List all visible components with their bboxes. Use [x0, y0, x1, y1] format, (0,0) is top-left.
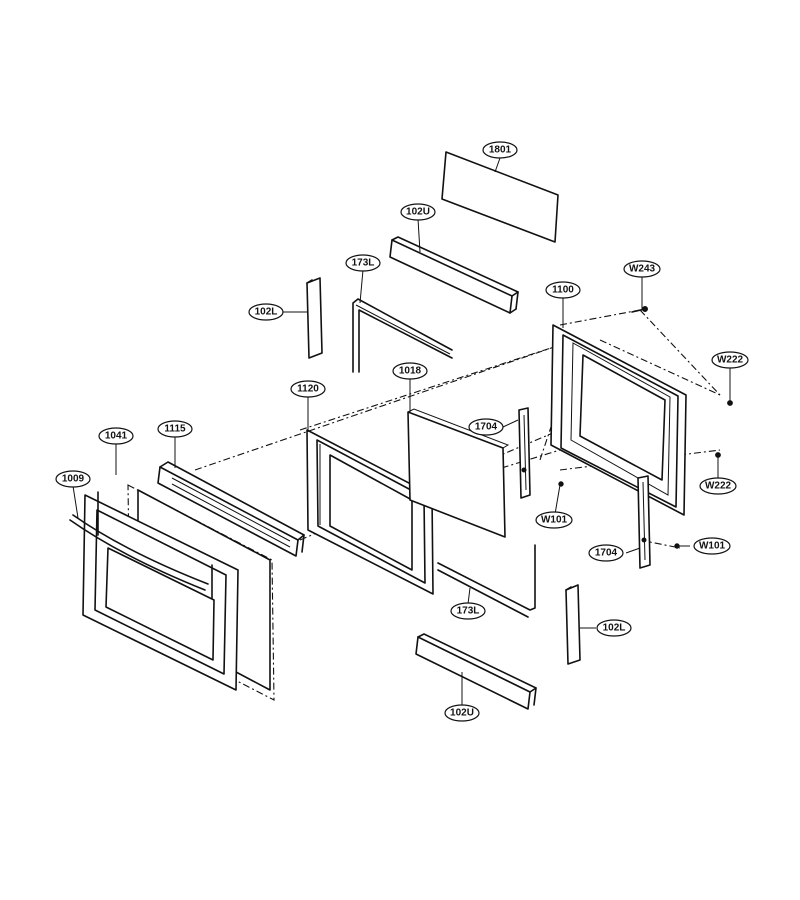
- callout-label: 1704: [475, 422, 498, 433]
- part-W243-screw: [631, 306, 648, 313]
- part-173L-bottom-gasket: [437, 544, 536, 618]
- callout-label: 1100: [552, 285, 574, 296]
- callout-label: 102U: [406, 207, 430, 218]
- part-102U-top-bar: [389, 236, 519, 314]
- callout-1018: 1018: [392, 362, 428, 380]
- callout-label: W101: [699, 541, 726, 552]
- callout-1704-lower: 1704: [588, 544, 624, 562]
- callout-1704-upper: 1704: [468, 418, 504, 436]
- callout-label: 173L: [457, 606, 480, 617]
- part-1704-hinge-left: [518, 407, 531, 499]
- leader-lines: [72, 157, 731, 705]
- part-102L-left-post: [306, 277, 323, 359]
- callout-1100: 1100: [545, 281, 581, 299]
- callout-label: 102U: [450, 708, 474, 719]
- callout-label: 1801: [489, 145, 512, 156]
- part-102L-right-post: [565, 584, 581, 665]
- callout-label: 1018: [399, 366, 422, 377]
- callout-label: 102L: [603, 623, 626, 634]
- callout-label: 1009: [62, 474, 85, 485]
- callout-label: W222: [705, 481, 732, 492]
- part-1100-inner-frame: [550, 324, 687, 516]
- part-1018-glass: [407, 408, 510, 538]
- part-102U-bottom-bar: [415, 633, 537, 710]
- callout-1120: 1120: [290, 380, 326, 398]
- callout-label: W101: [541, 515, 568, 526]
- part-1801-sheet: [441, 151, 559, 243]
- callout-1009: 1009: [55, 470, 91, 488]
- callout-label: 1115: [164, 424, 186, 435]
- callout-label: 1704: [595, 548, 618, 559]
- callout-173L-top: 173L: [345, 254, 381, 272]
- part-1009-door-front: [82, 494, 239, 691]
- callout-102L-left: 102L: [248, 303, 284, 321]
- callout-1041: 1041: [98, 427, 134, 445]
- part-173L-top-gasket: [352, 298, 453, 373]
- callout-label: 1041: [105, 431, 128, 442]
- callout-label: W243: [629, 264, 656, 275]
- part-1120-middle-frame: [306, 429, 434, 595]
- callout-label: 102L: [255, 307, 278, 318]
- part-1704-hinge-right: [637, 475, 651, 569]
- callout-102L-right: 102L: [596, 619, 632, 637]
- callout-102U-top: 102U: [400, 203, 436, 221]
- callout-W101-left: W101: [535, 511, 573, 529]
- callout-W222-lower: W222: [699, 477, 737, 495]
- part-1115-vent-trim: [157, 461, 305, 557]
- callout-173L-bottom: 173L: [450, 602, 486, 620]
- callout-label: W222: [717, 355, 744, 366]
- callout-1115: 1115: [157, 420, 193, 438]
- callout-W101-right: W101: [693, 537, 731, 555]
- callout-W222-upper: W222: [711, 351, 749, 369]
- callout-1801: 1801: [482, 141, 518, 159]
- callout-label: 173L: [352, 258, 375, 269]
- door-handle: [69, 491, 213, 599]
- callout-W243: W243: [623, 260, 661, 278]
- callout-102U-bottom: 102U: [444, 704, 480, 722]
- callout-label: 1120: [297, 384, 319, 395]
